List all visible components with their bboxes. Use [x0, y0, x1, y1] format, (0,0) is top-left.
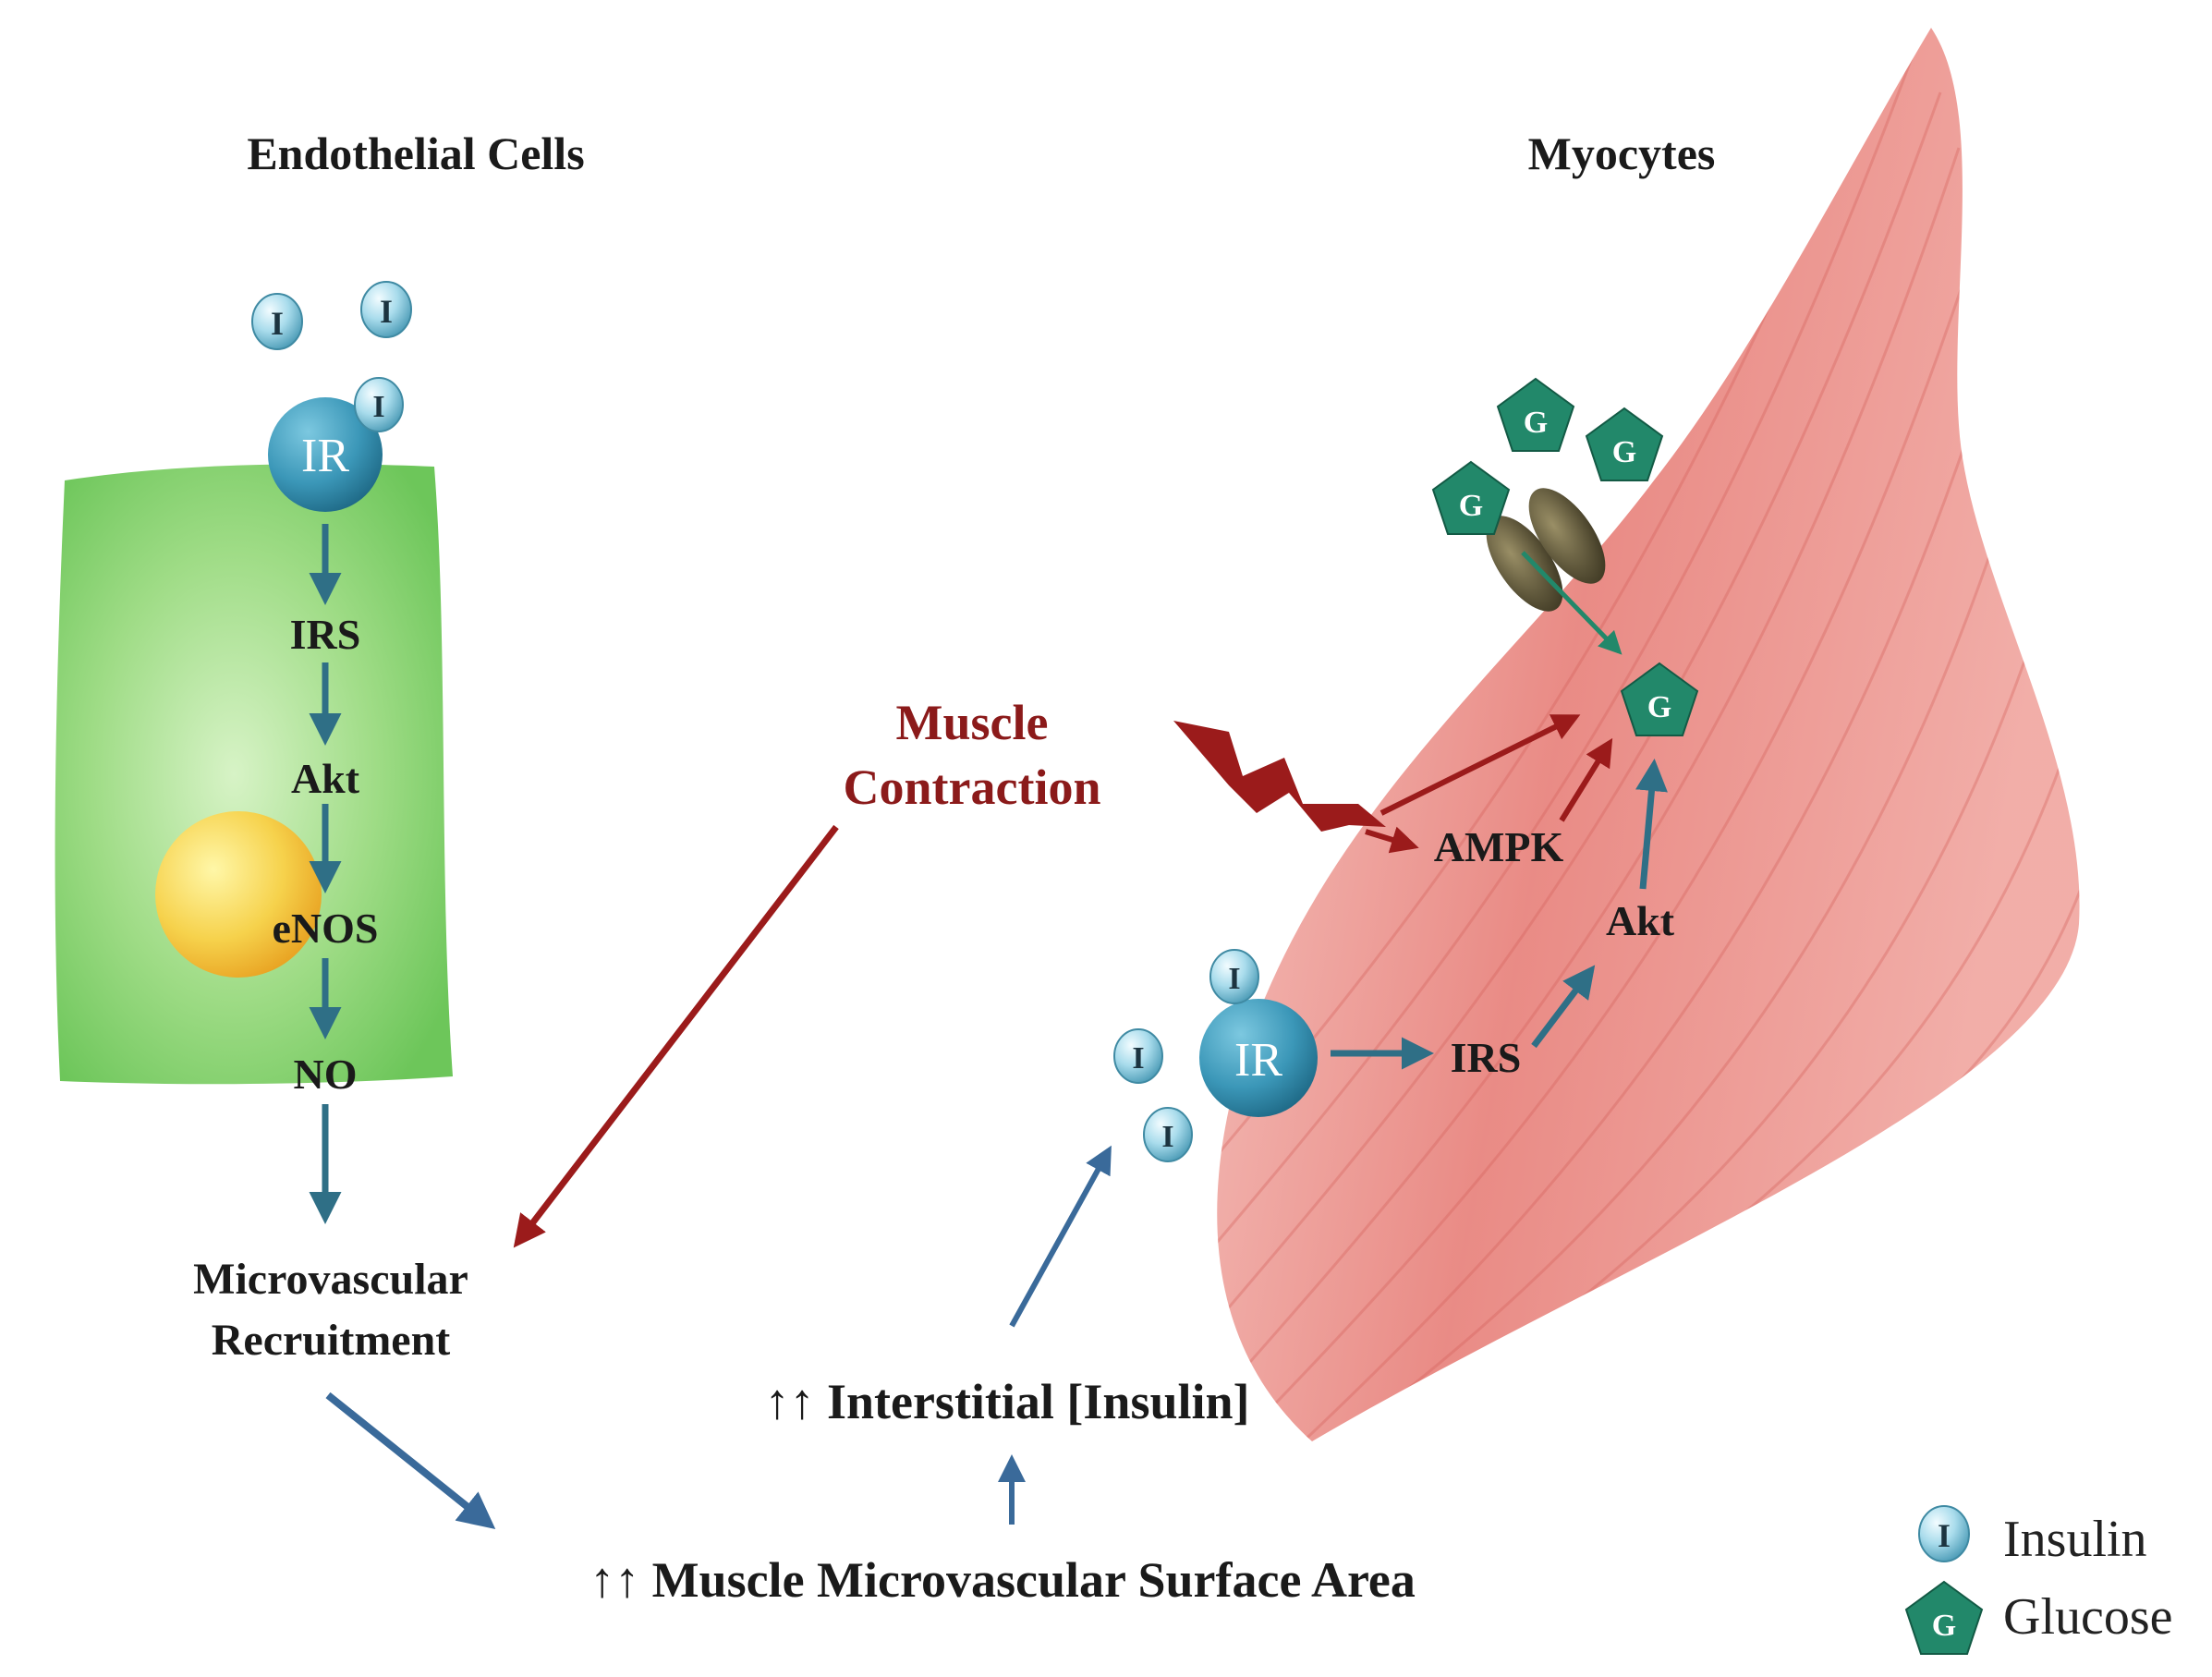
- muscle-contraction-line1: Muscle: [896, 695, 1049, 750]
- glucose-transport-arrow: [1521, 551, 1623, 655]
- legend-insulin-label: Insulin: [2003, 1511, 2147, 1568]
- no-label: NO: [294, 1051, 358, 1098]
- muscle-irs-label: IRS: [1451, 1034, 1522, 1081]
- muscle-ir-label: IR: [1234, 1034, 1282, 1087]
- insulin-receptor-icon: IR: [268, 397, 383, 512]
- interstitial-to-insulin-arrow: [1009, 1145, 1112, 1328]
- insulin-bead-icon: I: [360, 281, 412, 338]
- svg-text:G: G: [1459, 489, 1483, 523]
- svg-text:I: I: [372, 390, 384, 424]
- svg-text:I: I: [1228, 962, 1240, 996]
- endothelial-cell: [55, 464, 454, 1085]
- svg-text:I: I: [1132, 1041, 1144, 1075]
- endothelial-akt-label: Akt: [291, 755, 360, 802]
- lightning-bolt-icon: [1173, 721, 1386, 832]
- endothelial-cells-header: Endothelial Cells: [247, 128, 584, 179]
- insulin-bead-icon: I: [251, 293, 303, 350]
- glucose-pentagon-icon: G: [1431, 460, 1511, 535]
- irs-to-akt-arrow: [1531, 965, 1596, 1049]
- svg-text:G: G: [1932, 1609, 1956, 1643]
- glucose-pentagon-icon: G: [1585, 407, 1664, 481]
- ampk-to-glucose-arrow: [1559, 737, 1613, 822]
- myocytes-header: Myocytes: [1528, 128, 1716, 179]
- legend: I Insulin G Glucose: [1904, 1505, 2173, 1655]
- svg-text:G: G: [1612, 435, 1636, 469]
- endothelial-ir-label: IR: [301, 430, 349, 482]
- muscle-akt-label: Akt: [1606, 897, 1675, 944]
- insulin-bead-icon: I: [354, 377, 404, 432]
- svg-text:I: I: [271, 305, 284, 342]
- insulin-receptor-icon: IR: [1199, 999, 1318, 1117]
- svg-text:G: G: [1524, 406, 1548, 440]
- glucose-pentagon-icon: G: [1620, 662, 1699, 736]
- glucose-pentagon-icon: G: [1496, 377, 1575, 452]
- muscle-fiber-bundle: [1217, 28, 2080, 1441]
- svg-text:G: G: [1647, 690, 1671, 724]
- svg-text:I: I: [380, 293, 393, 330]
- insulin-bead-icon: I: [1918, 1505, 1970, 1562]
- muscle-contraction-line2: Contraction: [844, 760, 1101, 815]
- microvascular-recruitment-line2: Recruitment: [212, 1316, 451, 1365]
- insulin-bead-icon: I: [1113, 1028, 1163, 1084]
- contraction-to-recruitment-arrow: [513, 824, 839, 1248]
- contraction-to-glucose-arrow: [1379, 714, 1581, 816]
- legend-glucose-label: Glucose: [2003, 1588, 2173, 1646]
- glucose-pentagon-icon: G: [1904, 1580, 1984, 1655]
- endothelial-irs-label: IRS: [290, 611, 361, 658]
- svg-text:I: I: [1938, 1517, 1951, 1554]
- insulin-bead-icon: I: [1143, 1107, 1193, 1162]
- akt-to-glucose-arrow: [1635, 759, 1668, 890]
- glut4-transporter-icon: [1486, 488, 1606, 612]
- microvascular-recruitment-line1: Microvascular: [193, 1255, 468, 1304]
- nucleus-icon: [155, 811, 322, 978]
- ampk-label: AMPK: [1434, 823, 1564, 870]
- bolt-to-ampk-arrow: [1365, 826, 1419, 854]
- enos-label: eNOS: [273, 905, 379, 952]
- surface-area-label: ↑↑ Muscle Microvascular Surface Area: [589, 1552, 1416, 1608]
- svg-text:I: I: [1161, 1120, 1173, 1154]
- interstitial-insulin-label: ↑↑ Interstitial [Insulin]: [764, 1374, 1249, 1429]
- recruitment-to-surface-area-arrow: [325, 1391, 496, 1529]
- insulin-bead-icon: I: [1209, 949, 1259, 1004]
